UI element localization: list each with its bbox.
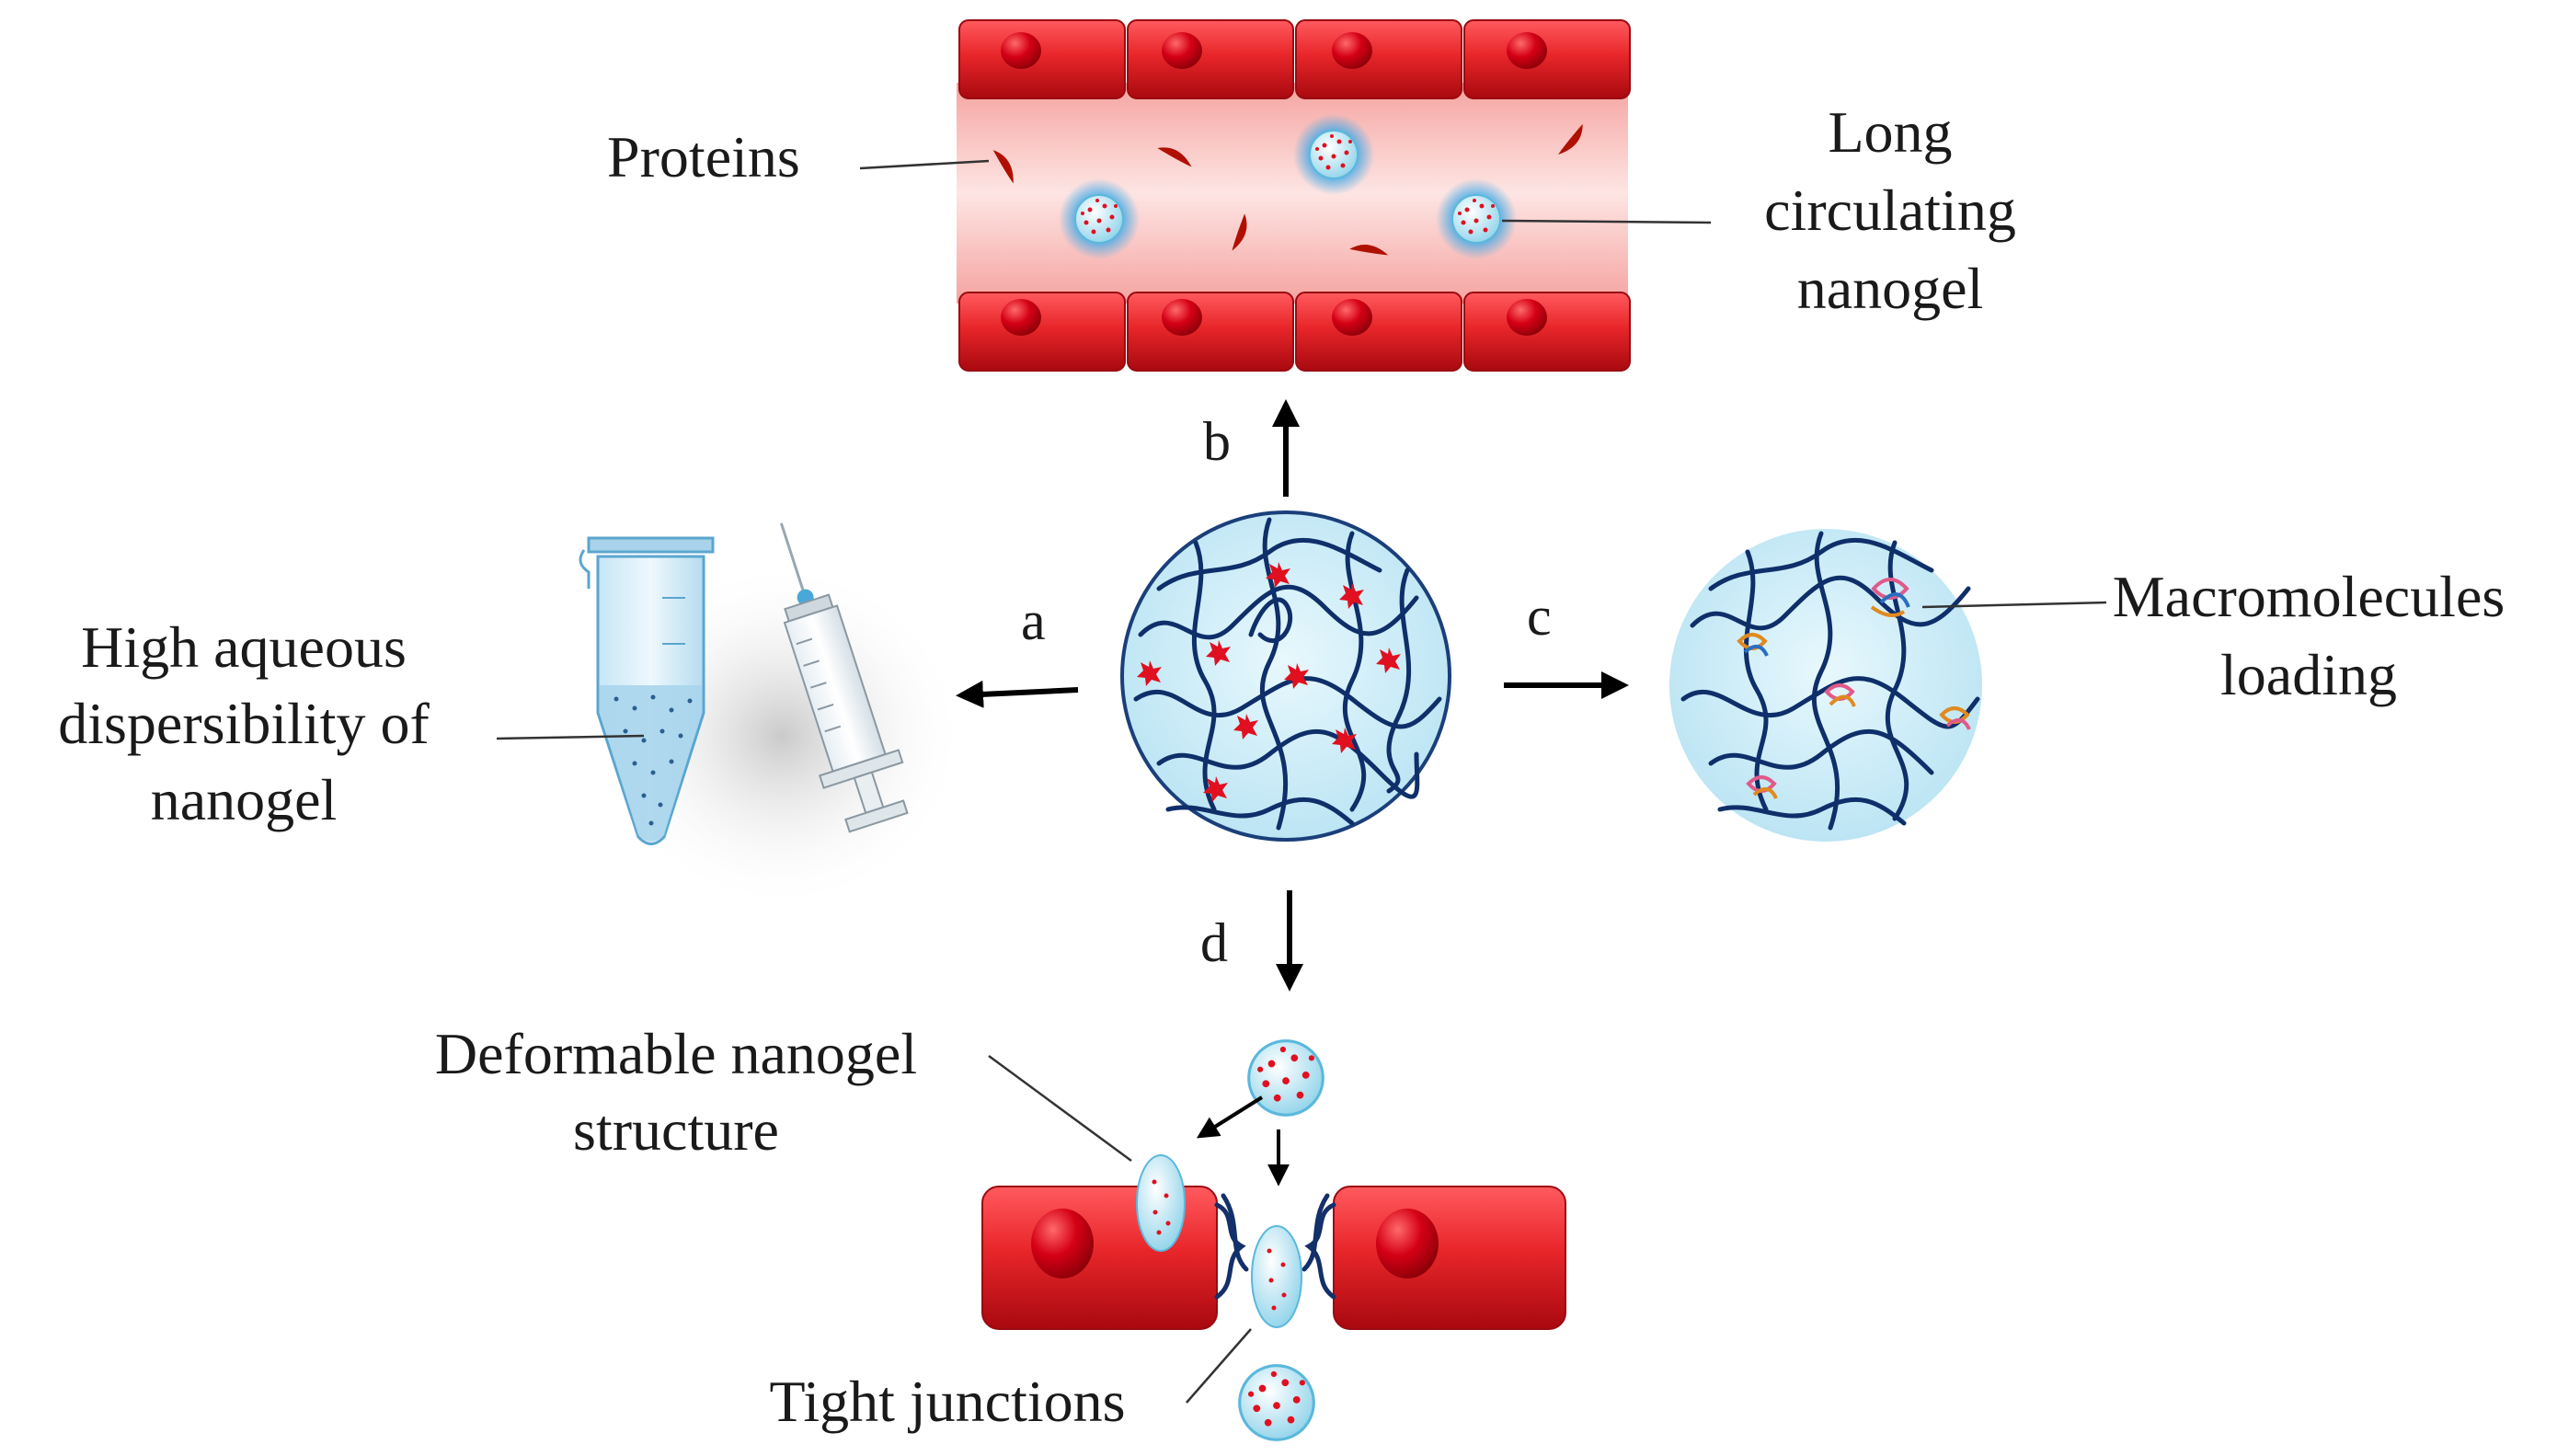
- proteins-label: Proteins: [607, 124, 800, 189]
- deformable-label-line1: Deformable nanogel: [435, 1021, 917, 1086]
- macromolecules-label-line2: loading: [2220, 642, 2397, 707]
- tight-junctions-label: Tight junctions: [769, 1369, 1125, 1434]
- arrow-a: [956, 680, 1079, 708]
- high-aqueous-label-line1: High aqueous: [81, 614, 407, 680]
- vessel-bottom-cells: [958, 292, 1631, 372]
- long-circulating-leader-line: [1501, 219, 1712, 224]
- junction-cell-right: [1333, 1186, 1566, 1330]
- macromolecules-leader-line: [1921, 601, 2107, 609]
- vessel-lumen: [957, 83, 1628, 304]
- long-circulating-label-line2: circulating: [1764, 178, 2016, 243]
- nanogel-above-junction: [1247, 1039, 1324, 1117]
- central-nanogel: [1120, 510, 1451, 842]
- blood-vessel-panel: [957, 19, 1631, 372]
- tight-junctions-leader-line: [1186, 1328, 1252, 1404]
- deformable-label-line2: structure: [573, 1097, 779, 1163]
- long-circulating-nanogels: [1059, 114, 1517, 259]
- vessel-top-cells: [958, 19, 1631, 99]
- high-aqueous-label-line2: dispersibility of: [58, 691, 430, 756]
- loaded-macromolecules: [1737, 578, 1971, 799]
- tight-junction-strands: [1214, 1193, 1336, 1300]
- eppendorf-tube: [579, 536, 715, 845]
- long-circulating-label-line3: nanogel: [1797, 256, 1984, 321]
- deformed-nanogel-in-junction: [1251, 1225, 1302, 1328]
- long-circulating-label-line1: Long: [1828, 99, 1952, 165]
- arrow-c-letter: c: [1527, 586, 1552, 647]
- arrow-b-letter: b: [1203, 411, 1231, 472]
- tube-and-syringe-illustration: [579, 522, 966, 911]
- deform-arrow-left: [1196, 1095, 1264, 1139]
- central-nanogel-polymer-network: [1133, 517, 1442, 831]
- junction-cell-left-nucleus: [1031, 1209, 1094, 1278]
- tight-junction-panel: [981, 1039, 1566, 1441]
- high-aqueous-leader-line: [496, 734, 645, 740]
- arrow-a-letter: a: [1021, 590, 1046, 651]
- arrow-d-letter: d: [1200, 912, 1228, 973]
- macromolecules-label-line1: Macromolecules: [2113, 564, 2505, 629]
- junction-cell-right-nucleus: [1376, 1209, 1439, 1278]
- high-aqueous-label-line3: nanogel: [151, 767, 338, 832]
- deformed-nanogel-on-cell: [1136, 1154, 1186, 1252]
- syringe: [779, 522, 909, 833]
- deformable-leader-line: [988, 1054, 1132, 1163]
- nanogel-below-junction: [1238, 1364, 1315, 1441]
- proteins-leader-line: [859, 159, 990, 170]
- macromolecule-loaded-nanogel: [1669, 529, 1982, 842]
